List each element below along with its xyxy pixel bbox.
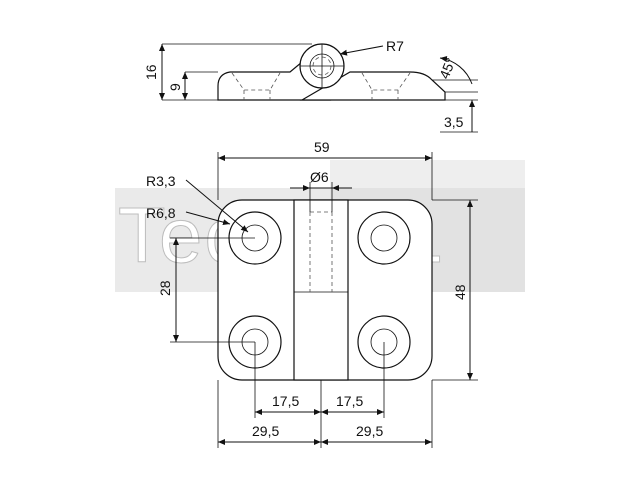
half-width-right-label: 29,5 — [356, 423, 383, 439]
hole-top-right — [357, 211, 411, 265]
hinge-knuckle-strip — [293, 199, 349, 381]
side-right-leaf — [299, 71, 446, 101]
hole-offset-right-label: 17,5 — [336, 393, 363, 409]
countersink-radius-label: R3,3 — [146, 173, 176, 189]
side-overall-height-label: 16 — [143, 64, 159, 80]
chamfer-angle-label: 45° — [436, 55, 459, 81]
top-view: 59 Ø6 R3,3 R6,8 28 48 17,5 — [146, 139, 478, 448]
leaf-thickness-label: 3,5 — [444, 114, 464, 130]
top-overall-height-label: 48 — [452, 284, 468, 300]
corner-radius-label: R6,8 — [146, 205, 176, 221]
side-view: 16 9 R7 45° 3,5 — [143, 38, 478, 133]
pin-diameter-label: Ø6 — [310, 169, 329, 185]
top-overall-width-label: 59 — [314, 139, 330, 155]
side-leaf-height-label: 9 — [167, 83, 183, 91]
half-width-left-label: 29,5 — [252, 423, 279, 439]
hole-spacing-vertical-label: 28 — [157, 280, 173, 296]
hole-offset-left-label: 17,5 — [272, 393, 299, 409]
knuckle-radius-label: R7 — [386, 38, 404, 54]
